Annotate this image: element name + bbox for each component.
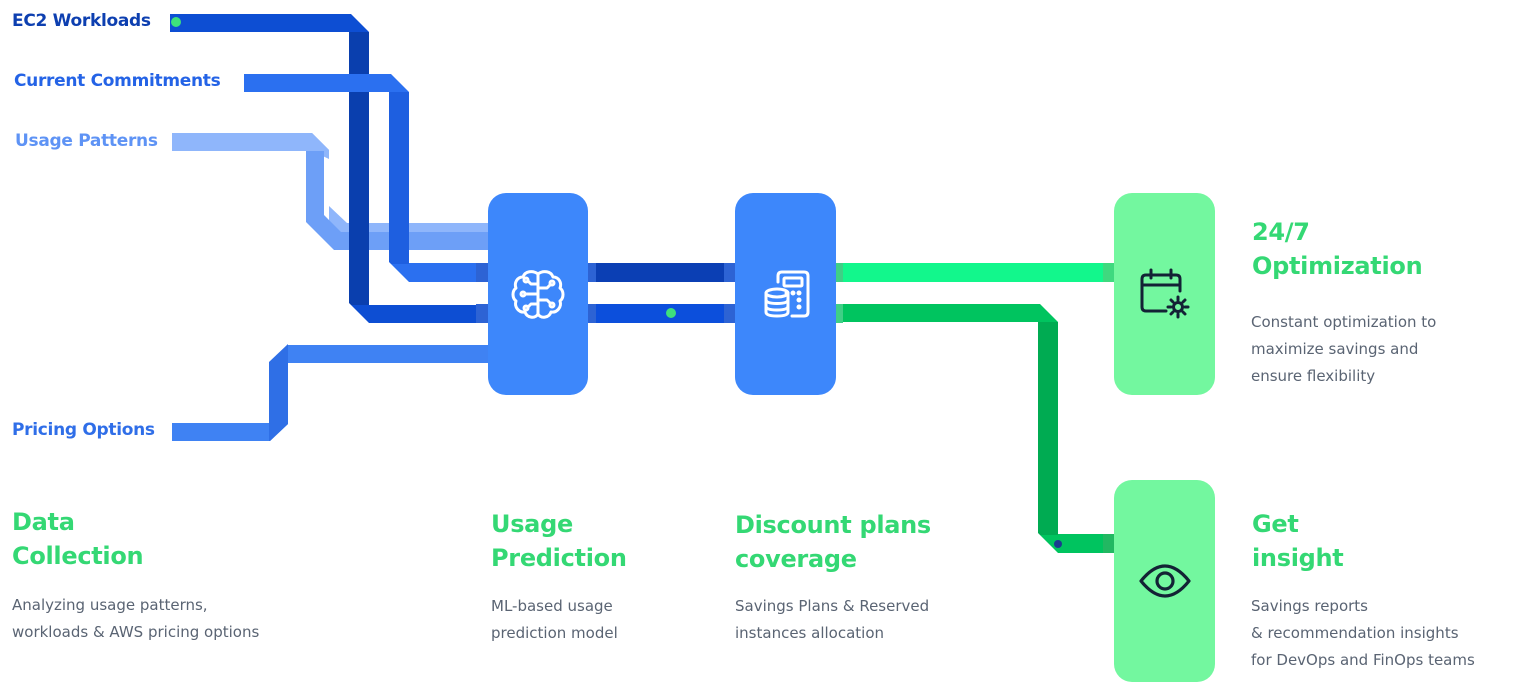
pipe-pricing-options [172,345,490,441]
brain-icon [511,270,565,319]
connector-stub [724,304,738,323]
title-line: coverage [735,545,857,573]
connector-stub [1103,263,1117,282]
pipe-usage-patterns-side [306,151,490,250]
title-line: Prediction [491,544,627,572]
insight-description: Savings reports & recommendation insight… [1251,593,1475,674]
pipe-ec2-workloads-side [349,32,369,305]
desc-line: instances allocation [735,624,885,642]
source-label-current-commitments: Current Commitments [14,71,221,91]
optimization-title: 24/7 Optimization [1252,215,1423,283]
desc-line: ML-based usage [491,597,613,615]
desc-line: workloads & AWS pricing options [12,623,260,641]
pipe-prediction-discount-bottom [586,304,738,323]
desc-line: ensure flexibility [1251,367,1376,385]
desc-line: Savings Plans & Reserved [735,597,930,615]
usage-prediction-description: ML-based usage prediction model [491,593,618,647]
title-line: Data [12,508,75,536]
calendar-gear-icon [1140,268,1189,319]
pipe-usage-patterns-shape-b [172,133,329,159]
data-collection-description: Analyzing usage patterns, workloads & AW… [12,592,259,646]
desc-line: Analyzing usage patterns, [12,596,208,614]
flow-dot [1054,540,1062,548]
title-line: Usage [491,510,573,538]
title-line: Discount plans [735,511,931,539]
desc-line: & recommendation insights [1251,624,1459,642]
title-line: Optimization [1252,252,1423,280]
connector-stub [476,304,490,323]
desc-line: Savings reports [1251,597,1368,615]
source-label-ec2-workloads: EC2 Workloads [12,11,151,31]
discount-plans-title: Discount plans coverage [735,508,931,576]
connector-stub [1103,534,1117,553]
connector-stub [586,263,596,282]
eye-icon [1138,564,1191,598]
coins-calculator-icon [764,270,809,318]
desc-line: Constant optimization to [1251,313,1437,331]
flow-dot [171,17,181,27]
source-label-pricing-options: Pricing Options [12,420,155,440]
title-line: Collection [12,542,144,570]
connector-stub [586,304,596,323]
discount-plans-description: Savings Plans & Reserved instances alloc… [735,593,929,647]
title-line: insight [1252,544,1344,572]
pipe-discount-insight-side [1038,322,1058,535]
pipe-prediction-discount-top [586,263,738,282]
optimization-description: Constant optimization to maximize saving… [1251,309,1436,390]
pipe-discount-optimization [833,263,1117,282]
connector-stub [833,263,843,282]
usage-prediction-node [488,193,588,395]
connector-stub [476,263,490,282]
optimization-node [1114,193,1215,395]
data-collection-title: Data Collection [12,505,144,573]
flow-dot [666,308,676,318]
insight-title: Get insight [1252,507,1344,575]
discount-plans-node [735,193,836,395]
desc-line: for DevOps and FinOps teams [1251,651,1475,669]
insight-node [1114,480,1215,682]
desc-line: maximize savings and [1251,340,1419,358]
title-line: Get [1252,510,1299,538]
desc-line: prediction model [491,624,618,642]
pipe-pricing-options-side [269,344,288,441]
pipe-current-commitments-side [389,92,409,264]
usage-prediction-title: Usage Prediction [491,507,627,575]
title-line: 24/7 [1252,218,1310,246]
connector-stub [724,263,738,282]
source-label-usage-patterns: Usage Patterns [15,131,158,151]
connector-stub [833,304,843,323]
